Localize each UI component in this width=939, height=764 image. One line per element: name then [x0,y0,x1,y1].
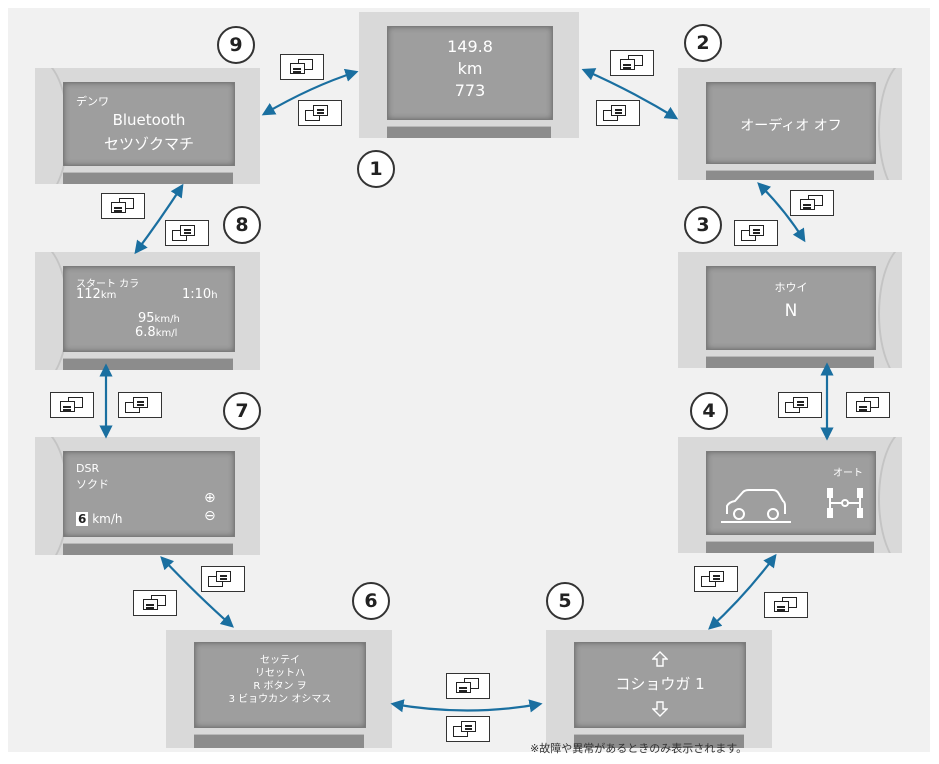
next-page-button-icon [610,50,654,76]
next-page-button-icon [133,590,177,616]
footnote: ※故障や異常があるときのみ表示されます。 [530,740,747,756]
previous-page-button-icon [201,566,245,592]
previous-page-button-icon [734,220,778,246]
step-number-9: 9 [217,26,255,64]
arrow-5-6 [393,704,540,711]
next-page-button-icon [446,673,490,699]
previous-page-button-icon [694,566,738,592]
previous-page-button-icon [778,392,822,418]
next-page-button-icon [280,54,324,80]
previous-page-button-icon [165,220,209,246]
previous-page-button-icon [596,100,640,126]
next-page-button-icon [764,592,808,618]
previous-page-button-icon [298,100,342,126]
previous-page-button-icon [446,716,490,742]
step-number-4: 4 [690,392,728,430]
next-page-button-icon [790,190,834,216]
step-number-1: 1 [357,150,395,188]
step-number-3: 3 [684,206,722,244]
step-number-5: 5 [546,582,584,620]
next-page-button-icon [846,392,890,418]
step-number-6: 6 [352,582,390,620]
step-number-7: 7 [223,392,261,430]
next-page-button-icon [101,193,145,219]
step-number-2: 2 [684,24,722,62]
step-number-8: 8 [223,206,261,244]
previous-page-button-icon [118,392,162,418]
next-page-button-icon [50,392,94,418]
